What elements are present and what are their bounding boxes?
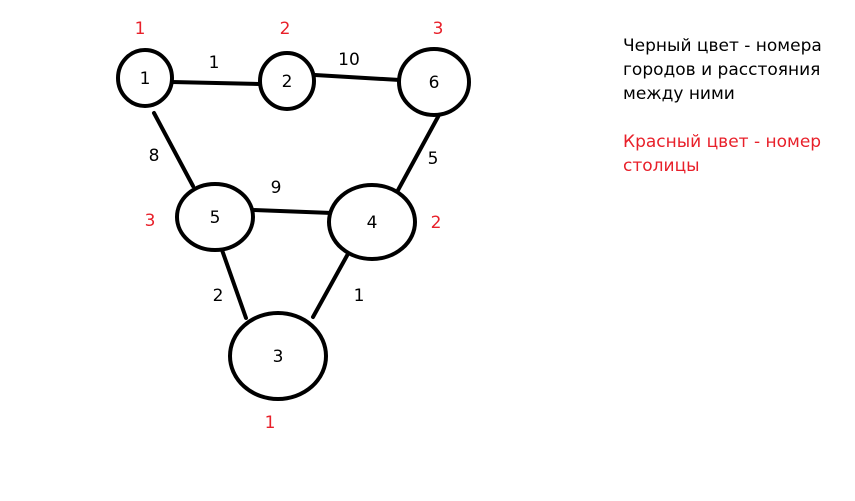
legend-black-text: Черный цвет - номера городов и расстояни… bbox=[623, 36, 822, 104]
capital-number-3: 1 bbox=[265, 413, 276, 433]
capital-number-6: 3 bbox=[433, 19, 444, 39]
node-circle-5 bbox=[175, 182, 255, 252]
edge-weight-1-2: 1 bbox=[209, 53, 220, 73]
edge-weight-5-4: 9 bbox=[271, 178, 282, 198]
nodes-layer bbox=[116, 47, 471, 401]
node-circle-3 bbox=[228, 311, 328, 401]
edge-2-6 bbox=[313, 73, 402, 82]
node-label-3: 3 bbox=[273, 347, 284, 367]
capital-number-2: 2 bbox=[280, 19, 291, 39]
edges-layer bbox=[152, 73, 441, 320]
node-circle-4 bbox=[327, 183, 417, 261]
capital-number-1: 1 bbox=[135, 19, 146, 39]
edge-weight-4-3: 1 bbox=[354, 286, 365, 306]
edge-4-3 bbox=[311, 250, 351, 319]
node-circle-2 bbox=[258, 51, 316, 111]
edge-weight-6-4: 5 bbox=[428, 149, 439, 169]
node-label-1: 1 bbox=[140, 69, 151, 89]
node-label-2: 2 bbox=[282, 72, 293, 92]
capital-number-5: 3 bbox=[145, 211, 156, 231]
legend-red-text: Красный цвет - номер столицы bbox=[623, 132, 822, 176]
node-label-5: 5 bbox=[210, 208, 221, 228]
edge-5-3 bbox=[220, 248, 248, 320]
labels-layer: 1 10 8 5 9 2 1 1 1 2 2 6 3 5 3 4 2 3 1 bbox=[135, 19, 444, 433]
node-circle-6 bbox=[397, 47, 471, 117]
capital-number-4: 2 bbox=[431, 213, 442, 233]
edge-1-5 bbox=[152, 111, 195, 188]
node-circle-1 bbox=[116, 48, 174, 108]
node-label-6: 6 bbox=[429, 73, 440, 93]
edge-5-4 bbox=[251, 208, 334, 215]
edge-1-2 bbox=[170, 80, 262, 86]
edge-weight-2-6: 10 bbox=[338, 50, 360, 70]
node-label-4: 4 bbox=[367, 213, 378, 233]
edge-weight-1-5: 8 bbox=[149, 146, 160, 166]
edge-weight-5-3: 2 bbox=[213, 286, 224, 306]
edge-6-4 bbox=[395, 113, 441, 194]
